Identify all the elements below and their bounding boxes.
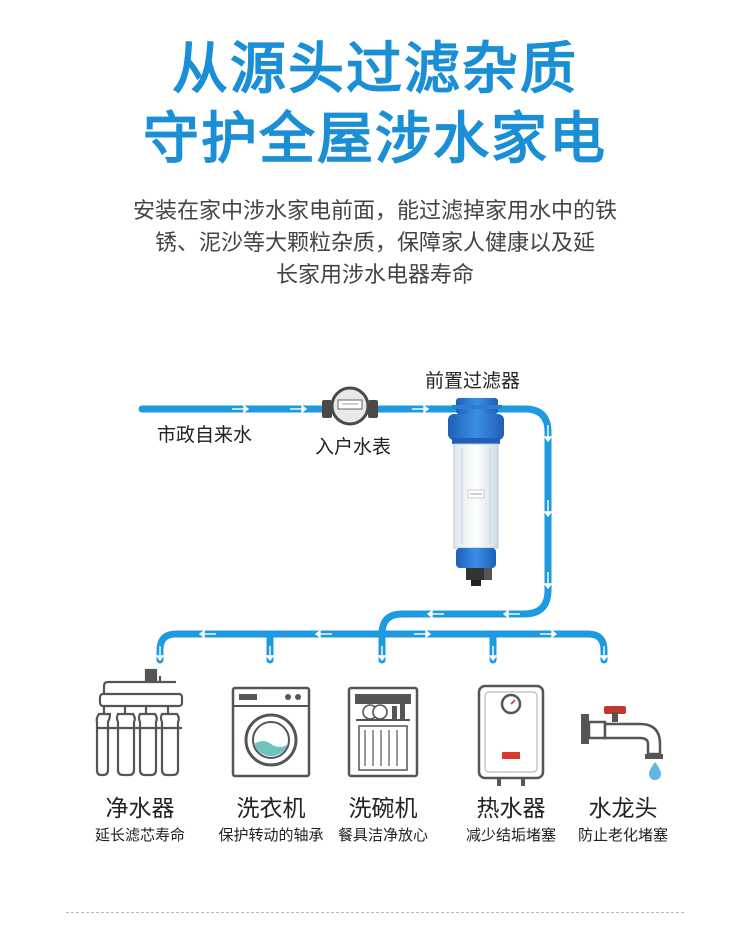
water-meter-label: 入户水表 bbox=[315, 436, 392, 458]
arrow-left-3 bbox=[198, 629, 216, 639]
water-purifier-icon bbox=[95, 668, 184, 777]
appliance-name: 洗碗机 bbox=[348, 796, 418, 822]
arrow-down-b2 bbox=[265, 646, 275, 662]
arrow-right-1 bbox=[232, 404, 250, 414]
water-heater-icon bbox=[477, 684, 545, 786]
appliance-name: 洗衣机 bbox=[236, 796, 306, 822]
pre-filter-label: 前置过滤器 bbox=[425, 370, 521, 392]
description-line-3: 长家用涉水电器寿命 bbox=[275, 263, 474, 288]
municipal-water-label: 市政自来水 bbox=[157, 424, 253, 446]
pre-filter-icon bbox=[448, 398, 504, 586]
appliance-benefit: 餐具洁净放心 bbox=[337, 826, 428, 844]
appliance-benefit: 防止老化堵塞 bbox=[577, 826, 668, 844]
appliance-name: 热水器 bbox=[476, 796, 546, 822]
description-line-2: 锈、泥沙等大颗粒杂质，保障家人健康以及延 bbox=[154, 231, 595, 256]
arrow-right-3 bbox=[412, 404, 430, 414]
arrow-left-1 bbox=[502, 609, 520, 619]
headline-line-2: 守护全屋涉水家电 bbox=[143, 107, 607, 172]
appliance-benefit: 减少结垢堵塞 bbox=[465, 826, 556, 844]
washing-machine-icon bbox=[231, 686, 311, 778]
headline-line-1: 从源头过滤杂质 bbox=[172, 37, 578, 102]
appliance-benefit: 延长滤芯寿命 bbox=[94, 826, 185, 844]
arrow-right-5 bbox=[540, 629, 558, 639]
arrow-right-2 bbox=[290, 404, 308, 414]
dishwasher-icon bbox=[347, 686, 419, 778]
water-meter-icon bbox=[322, 386, 378, 426]
appliance-benefit: 保护转动的轴承 bbox=[218, 826, 324, 844]
faucet-icon bbox=[581, 706, 663, 780]
flow-arrows bbox=[155, 404, 609, 662]
footer-divider bbox=[66, 912, 684, 913]
appliance-faucet: 水龙头 防止老化堵塞 bbox=[553, 794, 693, 846]
appliance-dishwasher: 洗碗机 餐具洁净放心 bbox=[313, 794, 453, 846]
appliance-name: 水龙头 bbox=[588, 796, 658, 822]
appliance-water-heater: 热水器 减少结垢堵塞 bbox=[441, 794, 581, 846]
arrow-down-1 bbox=[543, 425, 553, 443]
arrow-down-b3 bbox=[377, 646, 387, 662]
arrow-down-b5 bbox=[599, 646, 609, 662]
appliance-name: 净水器 bbox=[105, 796, 175, 822]
arrow-down-b1 bbox=[155, 646, 165, 662]
description-line-1: 安装在家中涉水家电前面，能过滤掉家用水中的铁 bbox=[132, 199, 617, 224]
arrow-right-4 bbox=[414, 629, 432, 639]
arrow-down-2 bbox=[543, 500, 553, 518]
appliance-washing-machine: 洗衣机 保护转动的轴承 bbox=[201, 794, 341, 846]
arrow-down-3 bbox=[543, 572, 553, 590]
arrow-left-2 bbox=[426, 609, 444, 619]
arrow-left-4 bbox=[314, 629, 332, 639]
arrow-down-b4 bbox=[488, 646, 498, 662]
appliance-water-purifier: 净水器 延长滤芯寿命 bbox=[70, 794, 210, 846]
